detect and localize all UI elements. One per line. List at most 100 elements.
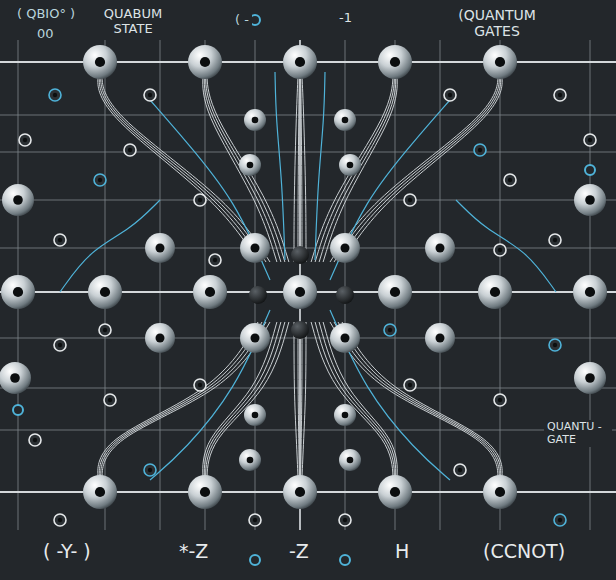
ring-dot bbox=[148, 93, 152, 97]
wire-bundle bbox=[298, 322, 299, 482]
ring bbox=[504, 174, 516, 186]
sphere-core bbox=[436, 334, 445, 343]
wire-bundle bbox=[207, 72, 289, 262]
qubit-sphere bbox=[339, 154, 361, 176]
ring bbox=[584, 134, 596, 146]
gate-label: *-Z bbox=[176, 540, 211, 564]
ring-dot bbox=[58, 518, 62, 522]
ring bbox=[144, 464, 156, 476]
sphere-core bbox=[252, 412, 259, 419]
grid-lines bbox=[0, 40, 616, 530]
header-label: QUABUM STATE bbox=[88, 6, 178, 38]
sphere-body bbox=[574, 362, 606, 394]
wire-bundle bbox=[330, 72, 498, 262]
ring bbox=[29, 434, 41, 446]
ring-dot bbox=[508, 178, 512, 182]
wire-bundle bbox=[302, 72, 306, 262]
sphere-body bbox=[574, 184, 606, 216]
qubit-sphere bbox=[330, 323, 360, 353]
sphere-body bbox=[0, 362, 31, 394]
header-label: -1 bbox=[336, 10, 355, 27]
sphere-core bbox=[390, 57, 400, 67]
sphere-core bbox=[347, 457, 354, 464]
qubit-sphere bbox=[88, 275, 122, 309]
signal-wire bbox=[275, 72, 285, 260]
ring bbox=[94, 174, 106, 186]
signal-wire bbox=[315, 72, 325, 260]
ring-marker bbox=[549, 234, 561, 246]
blue-ring bbox=[585, 165, 595, 175]
grid-line bbox=[0, 338, 616, 339]
header-label: (QUANTUM GATES bbox=[438, 6, 556, 40]
ring bbox=[444, 89, 456, 101]
dark-qubits bbox=[249, 246, 354, 339]
grid-line bbox=[0, 248, 616, 249]
sphere-body bbox=[425, 323, 455, 353]
grid-line bbox=[0, 152, 616, 153]
dark-qubit bbox=[249, 286, 267, 304]
gate-label: ( -Y- ) bbox=[40, 540, 94, 564]
ring-marker bbox=[29, 434, 41, 446]
qubit-sphere bbox=[239, 154, 261, 176]
sphere-core bbox=[341, 244, 350, 253]
sphere-core bbox=[247, 457, 254, 464]
ring-marker bbox=[144, 464, 156, 476]
ring bbox=[549, 234, 561, 246]
sphere-core bbox=[13, 195, 23, 205]
wire-bundle bbox=[207, 322, 289, 482]
sphere-core bbox=[200, 57, 210, 67]
blue-ring bbox=[250, 555, 260, 565]
sphere-core bbox=[200, 487, 210, 497]
wire-bundle bbox=[99, 72, 262, 262]
sphere-core bbox=[585, 287, 595, 297]
grid-line bbox=[440, 40, 441, 530]
qubit-sphere bbox=[1, 275, 35, 309]
ring-marker bbox=[209, 254, 221, 266]
qubit-sphere bbox=[283, 475, 317, 509]
wire-bundle bbox=[342, 72, 502, 262]
qubit-sphere bbox=[145, 233, 175, 263]
ring-marker bbox=[404, 194, 416, 206]
sphere-core bbox=[252, 117, 259, 124]
qubit-sphere bbox=[83, 475, 117, 509]
qubit-sphere bbox=[483, 475, 517, 509]
qubit-sphere bbox=[573, 275, 607, 309]
wire-bundle bbox=[206, 322, 285, 482]
qubit-sphere bbox=[283, 275, 317, 309]
ring-marker bbox=[404, 379, 416, 391]
sphere-body bbox=[334, 404, 356, 426]
wire-bundle bbox=[338, 72, 501, 262]
wire-bundle bbox=[301, 322, 302, 482]
ring bbox=[49, 89, 61, 101]
sphere-body bbox=[334, 109, 356, 131]
ring bbox=[404, 379, 416, 391]
wire-bundle bbox=[330, 322, 498, 482]
header-label: 00 bbox=[34, 26, 57, 43]
ring-dot bbox=[58, 238, 62, 242]
ring bbox=[194, 379, 206, 391]
sphere-body bbox=[88, 275, 122, 309]
ring-dot bbox=[553, 343, 557, 347]
ring-dot bbox=[558, 518, 562, 522]
sphere-body bbox=[483, 45, 517, 79]
ring bbox=[19, 134, 31, 146]
ring-marker bbox=[554, 89, 566, 101]
ring bbox=[384, 324, 396, 336]
sphere-body bbox=[244, 109, 266, 131]
ring bbox=[404, 194, 416, 206]
ring-dot bbox=[343, 518, 347, 522]
wire-bundle bbox=[301, 72, 302, 262]
ring-dot bbox=[213, 258, 217, 262]
ring-marker bbox=[54, 234, 66, 246]
blue-ring bbox=[340, 555, 350, 565]
ring-dot bbox=[388, 328, 392, 332]
ring-dot bbox=[103, 328, 107, 332]
sphere-body bbox=[378, 275, 412, 309]
sphere-body bbox=[283, 275, 317, 309]
sphere-core bbox=[156, 244, 165, 253]
sphere-body bbox=[240, 323, 270, 353]
sphere-core bbox=[341, 334, 350, 343]
ring-dot bbox=[23, 138, 27, 142]
header-label: ( - bbox=[232, 12, 252, 29]
